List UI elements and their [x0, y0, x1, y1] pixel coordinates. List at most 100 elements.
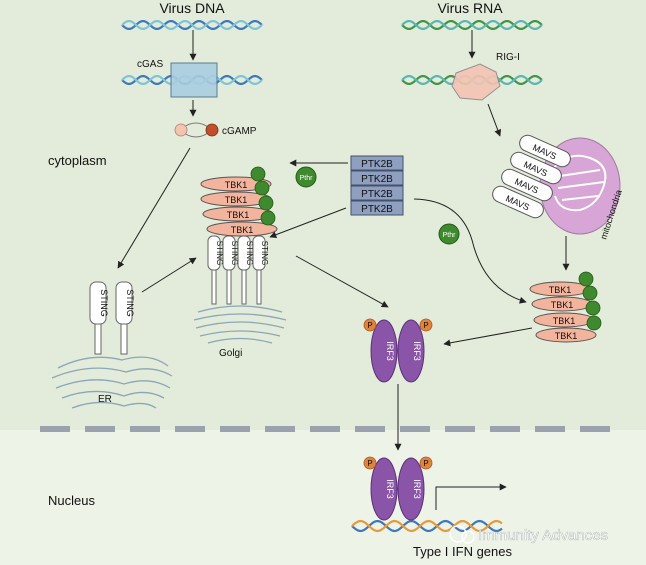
- cgamp-sphere-left: [174, 123, 188, 137]
- watermark: Immunity Advances: [449, 525, 608, 544]
- p-label: P: [367, 321, 372, 330]
- cytoplasm-label: cytoplasm: [48, 153, 107, 168]
- phospho-orange-circle: [363, 456, 377, 470]
- tbk1-label: TBK1: [553, 316, 576, 326]
- tbk1-label: TBK1: [551, 300, 574, 310]
- irf3-dimer-cytoplasm: IRF3 IRF3 P P: [363, 318, 433, 383]
- ptk2b-box: [350, 185, 404, 201]
- arrow-sting-er-to-golgi: [141, 257, 197, 293]
- tbk1-label: TBK1: [225, 195, 248, 205]
- arrow-ptk2b-to-tbk1-mito: [413, 198, 527, 304]
- virus-rna-label: Virus RNA: [437, 0, 503, 16]
- mavs-stack: MAVS MAVS MAVS MAVS: [492, 134, 571, 219]
- tbk1-ellipse: [206, 221, 278, 237]
- phospho-green-circle: [582, 285, 598, 301]
- wechat-icon-small: [461, 530, 475, 544]
- mavs-pill: [492, 185, 544, 219]
- golgi-label: Golgi: [219, 348, 242, 359]
- wechat-icon: [449, 525, 467, 543]
- p-label: P: [423, 321, 428, 330]
- irf3-dimer-nucleus: IRF3 IRF3 P P: [363, 456, 433, 521]
- irf3-ellipse: [370, 319, 398, 383]
- phospho-green-circle: [254, 180, 270, 196]
- strand-wave: [121, 20, 263, 30]
- er-label: ER: [98, 394, 112, 405]
- tbk1-stack-golgi: TBK1 TBK1 TBK1 TBK1: [200, 166, 278, 237]
- phospho-green-circle: [260, 210, 276, 226]
- nucleus-region: [0, 430, 646, 565]
- cgas-box: [170, 62, 218, 98]
- arrow-rigi-to-mavs: [487, 103, 502, 137]
- pthr-circle: [295, 166, 317, 188]
- strand-wave: [351, 519, 503, 533]
- rig-i-shape: [451, 63, 501, 101]
- phospho-orange-circle: [363, 318, 377, 332]
- p-label: P: [423, 459, 428, 468]
- phospho-green-circle: [586, 315, 602, 331]
- golgi: [193, 305, 287, 344]
- nucleus-label: Nucleus: [48, 493, 95, 508]
- tbk1-label: TBK1: [225, 180, 248, 190]
- tbk1-ellipse: [200, 176, 272, 192]
- arrow-tbk1-to-irf3: [295, 255, 389, 308]
- sting-label: STING: [230, 241, 239, 265]
- pthr-label: Pthr: [300, 175, 314, 182]
- irf3-ellipse: [397, 457, 425, 521]
- phospho-green-circle: [250, 166, 266, 182]
- sting-on-er: STING STING: [89, 281, 135, 355]
- tbk1-label: TBK1: [555, 331, 578, 341]
- arrow-transcription: [435, 483, 507, 510]
- ptk2b-label: PTK2B: [361, 204, 393, 215]
- tbk1-label: TBK1: [549, 285, 572, 295]
- irf3-ellipse: [370, 457, 398, 521]
- ptk2b-stack: PTK2B PTK2B PTK2B PTK2B: [350, 155, 404, 216]
- irf3-label: IRF3: [385, 341, 395, 361]
- tbk1-label: TBK1: [231, 225, 254, 235]
- nucleic-acid-strands: [121, 20, 543, 533]
- arrow-ptk2b-to-tbk1-b: [269, 207, 347, 239]
- strand-wave: [401, 20, 543, 30]
- strand-wave: [351, 519, 503, 533]
- pthr-circle: [438, 223, 460, 245]
- cgamp-sphere-right: [205, 123, 219, 137]
- arrow-tbk1-mito-to-irf3: [443, 327, 533, 347]
- mavs-pill: [519, 134, 571, 168]
- cgamp-label: cGAMP: [222, 126, 257, 137]
- sting-label: STING: [215, 241, 224, 265]
- ptk2b-box: [350, 200, 404, 216]
- phospho-orange-circle: [419, 318, 433, 332]
- tbk1-stack-mito: TBK1 TBK1 TBK1 TBK1: [529, 271, 602, 343]
- watermark-text: Immunity Advances: [478, 527, 608, 544]
- tbk1-ellipse: [535, 327, 597, 343]
- sting-label: STING: [260, 241, 269, 265]
- irf3-label: IRF3: [412, 479, 422, 499]
- sting-label: STING: [245, 241, 254, 265]
- phospho-green-circle: [258, 195, 274, 211]
- virus-dna-label: Virus DNA: [159, 0, 225, 16]
- rig-i-label: RIG-I: [496, 52, 520, 63]
- type1-ifn-genes-label: Type I IFN genes: [413, 544, 512, 559]
- ptk2b-label: PTK2B: [361, 159, 393, 170]
- ptk2b-box: [350, 170, 404, 186]
- phospho-green-circle: [578, 271, 594, 287]
- sting-on-golgi: STING STING STING STING: [207, 235, 269, 305]
- tbk1-label: TBK1: [227, 210, 250, 220]
- p-label: P: [367, 459, 372, 468]
- arrow-cgamp-to-sting: [117, 147, 191, 269]
- phospho-green-circle: [585, 300, 601, 316]
- mavs-pill: [510, 151, 562, 185]
- mavs-pill: [501, 168, 553, 202]
- ptk2b-box: [350, 155, 404, 171]
- irf3-ellipse: [397, 319, 425, 383]
- phospho-orange-circle: [419, 456, 433, 470]
- cgas-label: cGAS: [137, 59, 163, 70]
- ptk2b-label: PTK2B: [361, 174, 393, 185]
- er-membrane: [51, 356, 173, 409]
- sting-label: STING: [125, 289, 135, 317]
- sting-label: STING: [99, 289, 109, 317]
- irf3-label: IRF3: [412, 341, 422, 361]
- irf3-label: IRF3: [385, 479, 395, 499]
- ptk2b-label: PTK2B: [361, 189, 393, 200]
